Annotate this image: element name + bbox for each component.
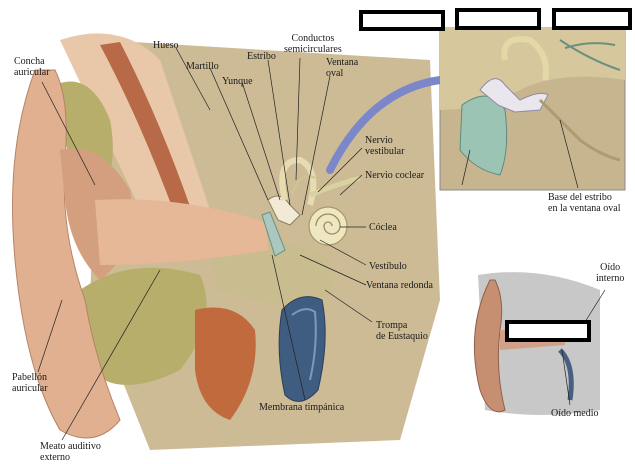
label-oido-interno: Oído interno <box>596 262 624 284</box>
label-ventana-oval: Ventana oval <box>326 57 358 79</box>
label-membrana-timpanica: Membrana timpánica <box>259 402 344 413</box>
label-base-estribo: Base del estribo en la ventana oval <box>548 192 620 214</box>
label-vestibulo: Vestíbulo <box>369 261 407 272</box>
label-yunque: Yunque <box>222 76 253 87</box>
label-meato-auditivo-externo: Meato auditivo externo <box>40 441 101 463</box>
cochlea <box>309 207 347 245</box>
label-martillo: Martillo <box>186 61 219 72</box>
label-estribo: Estribo <box>247 51 276 62</box>
blank-label-box-1[interactable] <box>359 10 445 31</box>
label-coclea: Cóclea <box>369 222 397 233</box>
label-ventana-redonda: Ventana redonda <box>366 280 433 291</box>
label-concha-auricular: Concha auricular <box>14 56 50 78</box>
blank-label-box-2[interactable] <box>455 8 541 30</box>
eustachian-tube <box>279 297 325 402</box>
blank-label-box-3[interactable] <box>552 8 632 30</box>
blank-label-box-4[interactable] <box>505 320 591 342</box>
label-nervio-vestibular: Nervio vestibular <box>365 135 404 157</box>
label-pabellon-auricular: Pabellón auricular <box>12 372 48 394</box>
label-conductos-semicirculares: Conductos semicirculares <box>284 33 342 55</box>
label-nervio-coclear: Nervio coclear <box>365 170 424 181</box>
label-hueso: Hueso <box>153 40 179 51</box>
label-oido-medio: Oído medio <box>551 408 599 419</box>
label-trompa-eustaquio: Trompa de Eustaquio <box>376 320 428 342</box>
